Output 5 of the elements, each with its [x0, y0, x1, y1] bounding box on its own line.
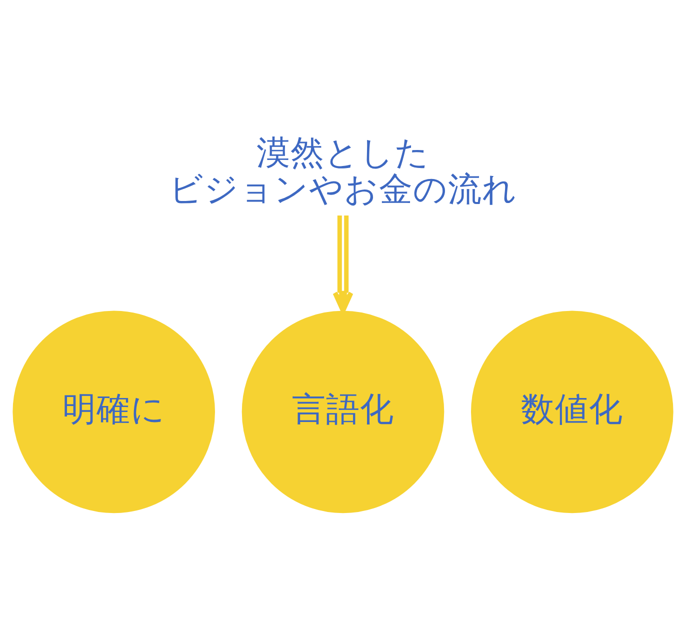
- node-circle: 言語化: [242, 310, 444, 513]
- node-circle: 数値化: [471, 310, 674, 513]
- arrow: [332, 215, 354, 313]
- node-text: 漠然としたビジョンやお金の流れ: [169, 132, 517, 208]
- node-circle: 明確に: [12, 310, 215, 513]
